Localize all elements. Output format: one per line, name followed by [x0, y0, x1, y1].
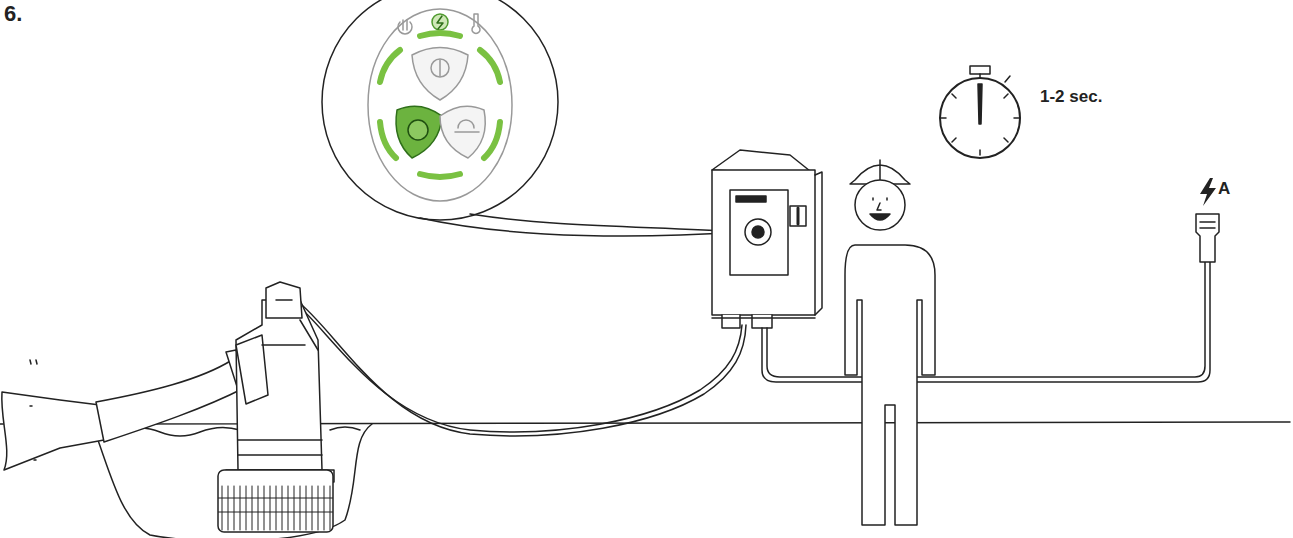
- thermo-icon: [472, 14, 480, 33]
- power-icon: [432, 14, 448, 30]
- auto-button-symbol: [455, 120, 479, 132]
- control-panel-mini: [745, 219, 771, 245]
- stopwatch-crown: [970, 66, 990, 74]
- strainer-slot: [312, 486, 313, 530]
- stop-button: [412, 48, 468, 101]
- control-box: [712, 170, 815, 315]
- strainer-slot: [318, 486, 319, 530]
- smile: [870, 214, 890, 220]
- face: [873, 198, 887, 210]
- control-box-bar: [736, 196, 766, 202]
- strainer-band: [218, 512, 333, 513]
- strainer-slot: [330, 486, 331, 530]
- power-icon-bolt: [437, 16, 443, 29]
- strainer-slot: [300, 486, 301, 530]
- control-box-feet: [712, 315, 815, 328]
- start-button: [396, 106, 442, 158]
- supply-cable: [762, 262, 1210, 382]
- pump-body: [236, 300, 322, 470]
- status-ring: [380, 33, 500, 177]
- stop-button-symbol: [431, 59, 449, 77]
- control-panel: [368, 9, 512, 201]
- current-label: A: [1218, 180, 1230, 199]
- wrench-icon: [398, 20, 412, 34]
- stopwatch-ticks: [941, 94, 1019, 155]
- strainer-slot: [324, 486, 325, 530]
- water-pit: [92, 424, 372, 538]
- strainer-slot: [288, 486, 289, 530]
- pump-cable: [292, 300, 742, 432]
- strainer-slot: [240, 486, 241, 530]
- plug: [1196, 214, 1219, 262]
- strainer-slot: [228, 486, 229, 530]
- pump-strainer: [218, 470, 333, 532]
- strainer-slot: [276, 486, 277, 530]
- strainer-band: [218, 498, 333, 499]
- hose: [96, 360, 244, 442]
- duration-label: 1-2 sec.: [1040, 88, 1102, 107]
- control-box-side: [815, 172, 822, 315]
- strainer-slot: [234, 486, 235, 530]
- strainer-slot: [282, 486, 283, 530]
- stopwatch-hand: [978, 84, 982, 124]
- strainer-slot: [294, 486, 295, 530]
- strainer-slot: [258, 486, 259, 530]
- zoom-leader: [420, 214, 740, 236]
- pump-handle: [266, 282, 302, 318]
- strainer-slot: [264, 486, 265, 530]
- spray-drops: [30, 360, 37, 460]
- stop-button-symbol: [439, 60, 441, 76]
- control-box-window: [730, 190, 788, 275]
- main-switch-lever: [797, 208, 800, 224]
- zoom-circle: [322, 0, 558, 220]
- water-spray: [2, 392, 104, 470]
- strainer-slot: [306, 486, 307, 530]
- auto-button: [440, 106, 485, 158]
- supply-cable: [767, 262, 1205, 377]
- main-switch: [790, 206, 806, 226]
- head: [855, 180, 905, 230]
- strainer-slot: [246, 486, 247, 530]
- strainer-slot: [270, 486, 271, 530]
- pump-detail: [238, 320, 322, 455]
- strainer-slot: [222, 486, 223, 530]
- lightning-symbol: [1200, 178, 1216, 206]
- person-body: [845, 245, 935, 525]
- stopwatch-crown: [980, 74, 1010, 82]
- pump-cable: [296, 300, 746, 436]
- strainer-slot: [252, 486, 253, 530]
- step-number: 6.: [4, 2, 22, 26]
- stopwatch: [940, 78, 1020, 158]
- control-panel-mini: [752, 226, 764, 238]
- start-button-symbol: [408, 120, 428, 140]
